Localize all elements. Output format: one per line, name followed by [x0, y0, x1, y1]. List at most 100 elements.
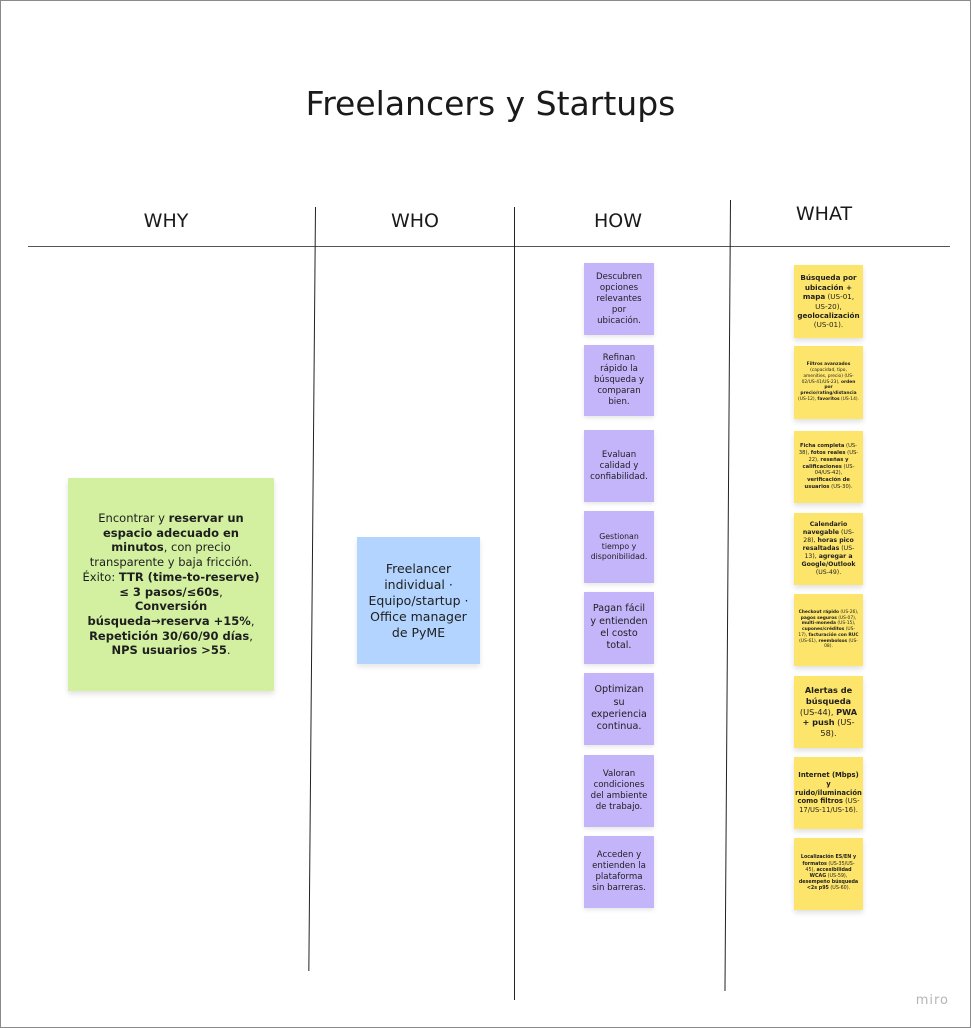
bold-text-run: orden por precio/rating/distancia [800, 379, 857, 397]
board-title[interactable]: Freelancers y Startups [305, 84, 676, 123]
bold-text-run: horas pico resaltadas [802, 536, 854, 552]
how-sticky-text: Acceden y entienden la plataforma sin ba… [592, 850, 646, 893]
bold-text-run: agregar a Google/Outlook [801, 553, 856, 569]
bold-text-run: cupones/créditos [801, 627, 845, 633]
why-sticky-note[interactable]: Encontrar y reservar un espacio adecuado… [68, 478, 274, 691]
what-sticky-note[interactable]: Calendario navegable (US-28), horas pico… [794, 513, 863, 585]
bold-text-run: Internet (Mbps) y ruido/iluminación como… [795, 770, 862, 806]
column-divider-2[interactable] [514, 207, 515, 1000]
how-sticky-text: Gestionan tiempo y disponibilidad. [590, 532, 648, 561]
what-sticky-note[interactable]: Internet (Mbps) y ruido/iluminación como… [794, 757, 863, 829]
who-sticky-text: Freelancer individual · Equipo/startup ·… [368, 560, 469, 640]
bold-text-run: Checkout rápido [798, 609, 840, 615]
what-sticky-text: Internet (Mbps) y ruido/iluminación como… [795, 771, 862, 815]
bold-text-run: PWA + push [802, 706, 858, 728]
how-sticky-text: Valoran condiciones del ambiente de trab… [590, 769, 648, 812]
text-run: (US-59), [826, 874, 848, 879]
text-run: (US-44), [799, 706, 837, 717]
text-run: (US-12), [798, 396, 818, 402]
how-sticky-note[interactable]: Gestionan tiempo y disponibilidad. [584, 511, 654, 583]
text-run: (US-04/US-42), [814, 463, 855, 477]
what-sticky-note[interactable]: Checkout rápido (US-26), pagos seguros (… [794, 594, 863, 666]
text-run: (US-28), [803, 528, 855, 544]
how-sticky-note[interactable]: Evaluan calidad y confiabilidad. [584, 430, 654, 502]
how-sticky-text: Optimizan su experiencia continua. [591, 684, 647, 733]
what-sticky-text: Calendario navegable (US-28), horas pico… [798, 521, 859, 577]
column-header-what[interactable]: WHAT [795, 203, 853, 225]
bold-text-run: favoritos [817, 396, 840, 402]
text-run: (US-07), [836, 615, 857, 621]
how-sticky-text: Evaluan calidad y confiabilidad. [590, 449, 648, 482]
bold-text-run: Calendario navegable [802, 520, 848, 536]
bold-text-run: Ficha completa [799, 443, 845, 450]
bold-text-run: Conversión búsqueda→reserva +15% [87, 599, 251, 628]
how-sticky-text: Descubren opciones relevantes por ubicac… [595, 271, 643, 326]
text-run: (US-35/US-45), [805, 861, 855, 873]
text-run: , [249, 628, 253, 643]
how-sticky-note[interactable]: Refinan rápido la búsqueda y comparan bi… [584, 345, 654, 416]
bold-text-run: reseñas y calificaciones [802, 456, 849, 470]
what-sticky-note[interactable]: Localización ES/EN y formatos (US-35/US-… [794, 838, 863, 910]
how-sticky-text: Pagan fácil y entienden el costo total. [590, 603, 648, 652]
what-sticky-text: Ficha completa (US-38), fotos reales (US… [798, 443, 859, 490]
text-run: (US-15), [836, 621, 856, 627]
text-run: (US-61), [799, 638, 819, 644]
header-divider-line[interactable] [28, 246, 950, 247]
text-run: (US-49). [815, 569, 842, 577]
text-run: (US-08). [824, 638, 858, 650]
why-sticky-text: Encontrar y reservar un espacio adecuado… [82, 511, 260, 658]
who-sticky-note[interactable]: Freelancer individual · Equipo/startup ·… [357, 537, 480, 664]
bold-text-run: reembolsos [818, 638, 848, 644]
what-sticky-note[interactable]: Filtros avanzados (capacidad, tipo, amen… [794, 346, 863, 419]
text-run: (US-17), [798, 627, 856, 638]
bold-text-run: fotos reales [810, 450, 846, 457]
bold-text-run: Alertas de búsqueda [804, 685, 853, 707]
text-run: (US-17/US-11/US-16). [799, 797, 860, 815]
bold-text-run: Filtros avanzados [806, 362, 851, 368]
what-sticky-text: Alertas de búsqueda (US-44), PWA + push … [798, 685, 859, 738]
what-sticky-text: Filtros avanzados (capacidad, tipo, amen… [798, 362, 859, 402]
bold-text-run: Localización ES/EN y formatos [800, 855, 857, 867]
what-sticky-note[interactable]: Alertas de búsqueda (US-44), PWA + push … [794, 676, 863, 748]
text-run: (US-30). [829, 483, 853, 490]
what-sticky-note[interactable]: Ficha completa (US-38), fotos reales (US… [794, 431, 863, 503]
bold-text-run: accesibilidad WCAG [809, 867, 852, 879]
bold-text-run: desempeño búsqueda <2s p95 [798, 880, 859, 892]
text-run: (US-26), [839, 609, 859, 615]
miro-watermark: miro [915, 993, 949, 1008]
text-run: , [250, 613, 255, 628]
text-run: (US-14). [839, 396, 859, 402]
text-run: , [219, 584, 223, 599]
column-header-who[interactable]: WHO [390, 210, 440, 232]
how-sticky-note[interactable]: Descubren opciones relevantes por ubicac… [584, 263, 654, 335]
bold-text-run: Repetición 30/60/90 días [89, 628, 250, 643]
bold-text-run: geolocalización [797, 310, 860, 320]
what-sticky-text: Localización ES/EN y formatos (US-35/US-… [798, 855, 859, 892]
text-run: (US-13), [804, 544, 855, 561]
text-run: (US-01, US-20), [815, 292, 855, 311]
how-sticky-note[interactable]: Acceden y entienden la plataforma sin ba… [584, 836, 654, 908]
bold-text-run: facturación con RUC [808, 632, 859, 638]
text-run: (US-38), [798, 443, 858, 457]
text-run: (US-22), [808, 450, 859, 463]
how-sticky-note[interactable]: Valoran condiciones del ambiente de trab… [584, 755, 654, 827]
text-run: . [226, 643, 231, 658]
column-header-why[interactable]: WHY [143, 210, 189, 232]
how-sticky-note[interactable]: Optimizan su experiencia continua. [584, 673, 654, 745]
bold-text-run: verificación de usuarios [804, 477, 850, 490]
text-run: , con precio transparente y baja fricció… [82, 540, 253, 584]
how-sticky-text: Refinan rápido la búsqueda y comparan bi… [593, 353, 645, 407]
bold-text-run: Búsqueda por ubicación + mapa [800, 273, 857, 302]
text-run: (US-60). [828, 886, 851, 892]
column-header-how[interactable]: HOW [593, 210, 643, 232]
how-sticky-note[interactable]: Pagan fácil y entienden el costo total. [584, 592, 654, 664]
bold-text-run: pagos seguros [800, 615, 837, 621]
bold-text-run: TTR (time-to-reserve) ≤ 3 pasos/≤60s [118, 569, 260, 599]
text-run: (US-01). [813, 320, 844, 330]
what-sticky-text: Búsqueda por ubicación + mapa (US-01, US… [797, 273, 859, 329]
bold-text-run: multi-moneda [801, 621, 837, 627]
what-sticky-note[interactable]: Búsqueda por ubicación + mapa (US-01, US… [794, 265, 863, 338]
bold-text-run: reservar un espacio adecuado en minutos [103, 510, 244, 555]
text-run: (capacidad, tipo, amenities, precio) (US… [801, 368, 854, 385]
what-sticky-text: Checkout rápido (US-26), pagos seguros (… [798, 610, 859, 650]
